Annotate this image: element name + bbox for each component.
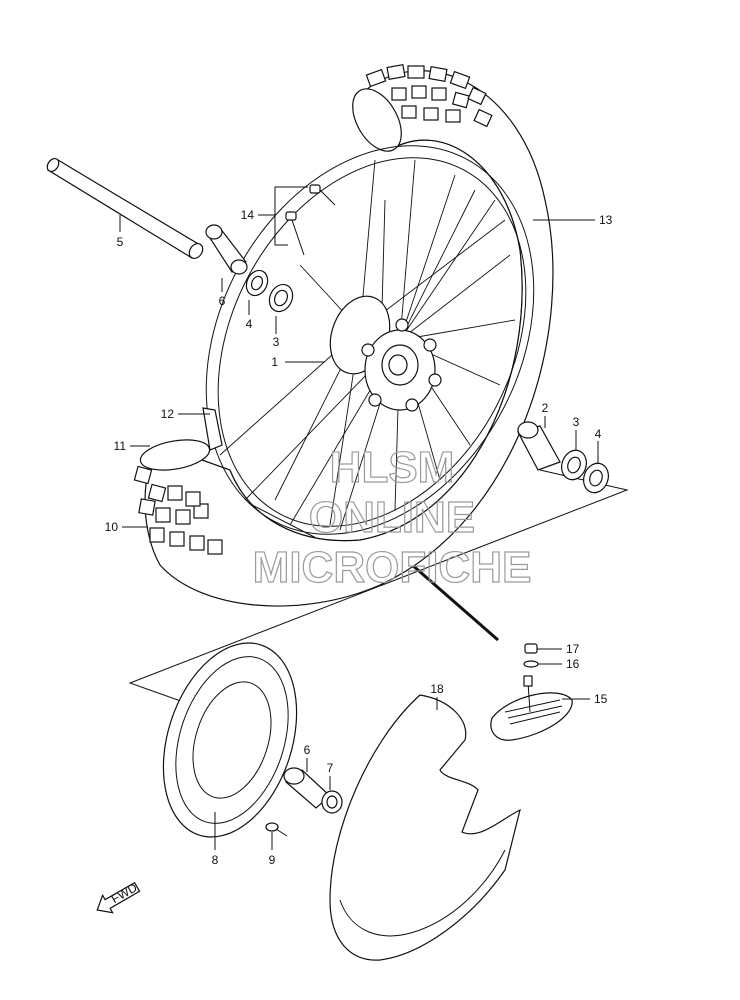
tread-top — [365, 64, 493, 128]
tread-bottom — [133, 465, 223, 555]
label-6-bottom: 6 — [304, 743, 311, 757]
disc-cover — [329, 694, 521, 961]
fwd-arrow-icon: FWD — [96, 880, 141, 914]
spoke-nipples — [285, 184, 336, 256]
part-labels: 1 2 3 3 4 4 5 6 6 7 8 9 10 11 12 13 14 1… — [105, 208, 613, 867]
label-4-top: 4 — [246, 317, 253, 331]
label-15: 15 — [594, 692, 608, 706]
label-5: 5 — [117, 235, 124, 249]
label-11: 11 — [114, 439, 127, 453]
watermark-line-2: ONLINE — [309, 493, 475, 542]
watermark: HLSM ONLINE MICROFICHE — [252, 442, 532, 592]
tire — [133, 64, 554, 607]
label-10: 10 — [105, 520, 119, 534]
watermark-line-1: HLSM — [330, 443, 455, 492]
axle — [46, 157, 204, 260]
right-hub-parts — [517, 421, 609, 494]
collar-top — [205, 224, 248, 275]
label-8: 8 — [212, 853, 219, 867]
label-9: 9 — [269, 853, 276, 867]
oil-seal-top-inner — [250, 275, 264, 291]
hub — [329, 295, 442, 412]
inner-tube — [490, 675, 573, 741]
label-4-right: 4 — [595, 427, 602, 441]
label-13: 13 — [599, 213, 613, 227]
valve-nut-washer — [523, 643, 539, 668]
label-14: 14 — [241, 208, 255, 222]
label-1: 1 — [271, 355, 278, 369]
label-18: 18 — [430, 682, 444, 696]
watermark-line-3: MICROFICHE — [253, 543, 532, 592]
label-17: 17 — [566, 642, 580, 656]
label-16: 16 — [566, 657, 580, 671]
leader-lines — [119, 186, 599, 850]
label-12: 12 — [161, 407, 175, 421]
label-7: 7 — [327, 761, 334, 775]
bearing-top-inner — [273, 289, 289, 307]
label-3-top: 3 — [273, 335, 280, 349]
label-2: 2 — [542, 401, 549, 415]
rim-band — [202, 407, 223, 451]
brake-disc — [162, 642, 298, 838]
label-6-top: 6 — [219, 294, 226, 308]
disc-bolt — [265, 822, 288, 837]
label-3-right: 3 — [573, 415, 580, 429]
collar-bottom — [283, 767, 343, 814]
